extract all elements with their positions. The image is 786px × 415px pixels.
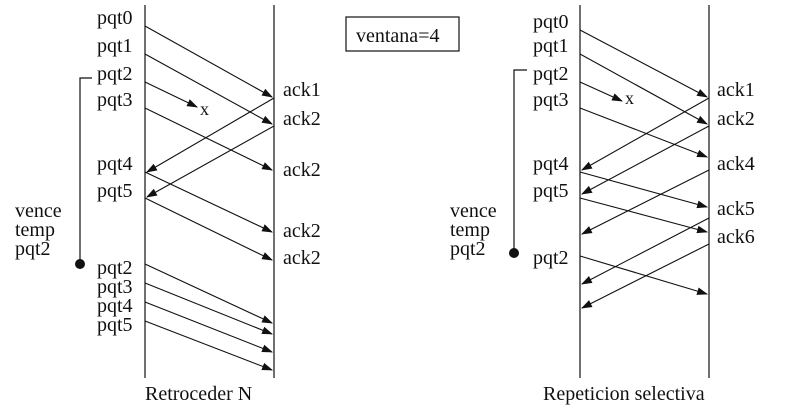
gbn-timeout-dot	[75, 259, 85, 269]
sr-ack-arrow	[581, 169, 710, 235]
sr-loss-mark: x	[625, 88, 634, 108]
sr-ack-label: ack4	[717, 153, 755, 175]
gbn-pkt-label: pqt4	[97, 295, 133, 317]
sr-retx-arrow	[579, 255, 709, 295]
sr-ack-arrow	[581, 125, 710, 195]
gbn-data-arrow	[144, 107, 273, 171]
gbn-ack-label: ack2	[283, 159, 321, 181]
sr-timeout-dot	[509, 248, 519, 258]
sr-timeout-label-line: temp	[450, 219, 490, 241]
gbn-loss-mark: x	[200, 99, 209, 119]
sr-pkt-label: pqt3	[533, 89, 569, 111]
sr-ack-arrow	[581, 217, 710, 285]
gbn-ack-arrow	[146, 97, 275, 173]
sr-data-arrow	[579, 29, 708, 98]
go-back-n-diagram: pqt0 pqt1 pqt2 pqt3 pqt4 pqt5 pqt2 pqt3 …	[15, 5, 321, 405]
gbn-pkt-label: pqt3	[97, 89, 133, 111]
gbn-timeout-label-line: pqt2	[15, 238, 51, 260]
sr-data-arrow	[579, 171, 709, 209]
gbn-timeout-label-line: vence	[15, 200, 62, 222]
window-size-label: ventana=4	[356, 25, 439, 47]
sr-lost-arrow	[579, 81, 624, 102]
sr-pkt-label: pqt2	[533, 63, 569, 85]
gbn-ack-arrow	[146, 125, 275, 198]
gbn-timeout-bracket	[79, 77, 92, 264]
sr-ack-arrow	[581, 97, 710, 171]
sr-pkt-label: pqt2	[533, 247, 569, 269]
sr-ack-label: ack2	[717, 108, 755, 130]
gbn-retx-arrow	[144, 301, 274, 353]
sr-pkt-label: pqt1	[533, 35, 569, 57]
gbn-pkt-label: pqt2	[97, 257, 133, 279]
window-size-box: ventana=4	[345, 16, 460, 52]
sr-pkt-label: pqt4	[533, 153, 569, 175]
gbn-retx-arrow	[144, 320, 274, 371]
gbn-data-arrow	[144, 197, 273, 261]
sr-ack-label: ack1	[717, 79, 755, 101]
gbn-pkt-label: pqt4	[97, 153, 133, 175]
gbn-pkt-label: pqt2	[97, 63, 133, 85]
gbn-timeout-label-line: temp	[15, 219, 55, 241]
gbn-ack-label: ack2	[283, 247, 321, 269]
gbn-pkt-label: pqt5	[97, 314, 133, 336]
sr-ack-arrow	[581, 243, 710, 309]
sr-ack-label: ack6	[717, 226, 755, 248]
gbn-data-arrow	[144, 53, 273, 125]
sr-timeout-label-line: pqt2	[450, 238, 486, 260]
gbn-pkt-label: pqt5	[97, 180, 133, 202]
gbn-pkt-label: pqt0	[97, 7, 133, 29]
sr-timeout-bracket	[513, 69, 527, 253]
gbn-data-arrow	[144, 25, 273, 98]
gbn-caption: Retroceder N	[145, 383, 252, 405]
gbn-pkt-label: pqt3	[97, 276, 133, 298]
gbn-lost-arrow	[144, 81, 198, 108]
gbn-ack-label: ack2	[283, 108, 321, 130]
sr-pkt-label: pqt0	[533, 11, 569, 33]
sr-pkt-label: pqt5	[533, 180, 569, 202]
gbn-retx-arrow	[144, 263, 273, 324]
sr-data-arrow	[579, 107, 709, 158]
gbn-data-arrow	[144, 171, 273, 233]
sr-caption: Repeticion selectiva	[543, 383, 705, 405]
sr-data-arrow	[579, 53, 708, 125]
sr-timeout-label-line: vence	[450, 200, 497, 222]
selective-repeat-diagram: pqt0 pqt1 pqt2 pqt3 pqt4 pqt5 pqt2 ack1 …	[450, 5, 755, 405]
window-size-frame	[345, 16, 460, 52]
sr-data-arrow	[579, 197, 709, 234]
sr-ack-label: ack5	[717, 198, 755, 220]
gbn-pkt-label: pqt1	[97, 35, 133, 57]
gbn-ack-label: ack2	[283, 220, 321, 242]
gbn-retx-arrow	[144, 282, 274, 335]
gbn-ack-label: ack1	[283, 79, 321, 101]
